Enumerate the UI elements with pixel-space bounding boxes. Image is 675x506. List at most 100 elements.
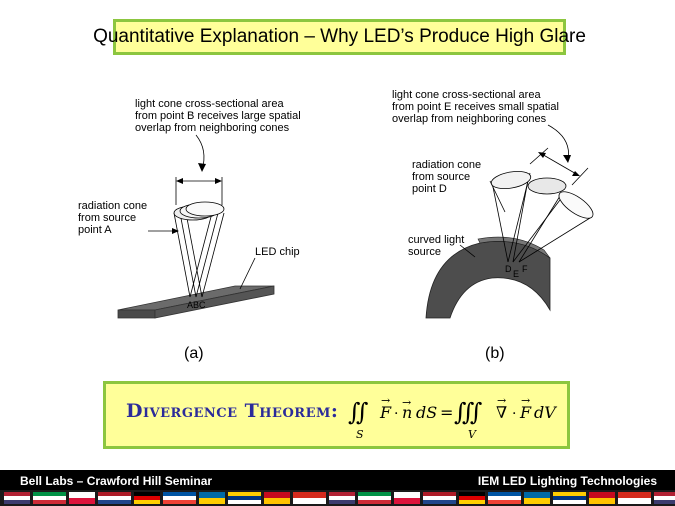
cone-ellipse-c — [185, 201, 225, 217]
flag-stripe — [358, 500, 391, 504]
flag-stripe — [134, 496, 160, 500]
diagram-b-drawing — [425, 124, 594, 319]
footer-right-text: IEM LED Lighting Technologies — [477, 474, 657, 488]
flag-stripe — [394, 498, 420, 504]
svg-text:n: n — [402, 403, 412, 422]
flag-stripe — [228, 492, 261, 496]
flag-stripe — [589, 498, 615, 504]
diagram-a-caption: (a) — [184, 345, 204, 362]
flag-stripe — [358, 496, 391, 500]
flag-stripe — [618, 498, 651, 504]
led-chip-label: LED chip — [255, 246, 300, 258]
diagram-b-radiation-cone-label: radiation cone from source point D — [412, 159, 482, 195]
cone-ellipse-e — [527, 177, 567, 195]
flag-stripe — [524, 498, 550, 504]
flag-stripe — [293, 492, 326, 498]
led-chip-side — [154, 285, 275, 319]
flag-stripe — [329, 496, 355, 500]
flag-stripe — [394, 492, 420, 498]
svg-text:→: → — [402, 396, 411, 409]
rhs-subscript: V — [468, 428, 477, 440]
title-banner: Quantitative Explanation – Why LED’s Pro… — [93, 19, 586, 55]
flag-stripe — [4, 496, 30, 500]
svg-text:=: = — [440, 403, 453, 422]
flag-stripe — [98, 496, 131, 500]
flag-stripe — [423, 496, 456, 500]
flag-stripe — [69, 498, 95, 504]
flag-stripe — [134, 500, 160, 504]
point-e-label: E — [513, 269, 520, 279]
divergence-formula: ∬ S F → · n → dS = ∭ V ∇ → · F → dV — [348, 394, 557, 440]
flag-stripe — [654, 496, 675, 500]
point-d-label: D — [505, 264, 512, 274]
flag-stripe — [459, 492, 485, 496]
flag-stripe — [69, 492, 95, 498]
flag-stripe — [4, 500, 30, 504]
flag-stripe — [358, 492, 391, 496]
flag-stripe — [553, 492, 586, 496]
footer-bar: Bell Labs – Crawford Hill Seminar IEM LE… — [0, 470, 675, 506]
flag-stripe — [199, 498, 225, 504]
flags-strip — [0, 490, 675, 506]
svg-text:F: F — [379, 403, 392, 422]
flag-stripe — [589, 492, 615, 498]
flag-stripe — [293, 498, 326, 504]
diagram-a-radiation-cone-label: radiation cone from source point A — [78, 200, 148, 236]
curved-source-label: curved light source — [408, 234, 465, 258]
curved-source-top — [477, 236, 551, 259]
flag-stripe — [553, 496, 586, 500]
flag-stripe — [228, 496, 261, 500]
flag-stripe — [33, 500, 66, 504]
svg-text:∭: ∭ — [454, 398, 482, 426]
footer-left-text: Bell Labs – Crawford Hill Seminar — [20, 474, 213, 488]
svg-text:dV: dV — [534, 403, 557, 422]
flag-stripe — [264, 498, 290, 504]
flag-stripe — [329, 492, 355, 496]
flag-stripe — [98, 492, 131, 496]
point-f-label: F — [522, 264, 528, 274]
svg-text:·: · — [394, 406, 398, 422]
flag-stripe — [459, 500, 485, 504]
flag-stripe — [423, 500, 456, 504]
flag-stripe — [264, 492, 290, 498]
flag-stripe — [33, 492, 66, 496]
flag-stripe — [163, 496, 196, 500]
flag-stripe — [163, 492, 196, 496]
slide-title: Quantitative Explanation – Why LED’s Pro… — [93, 26, 586, 47]
svg-text:·: · — [512, 406, 516, 422]
diagram-a-cone-area-label: light cone cross-sectional area from poi… — [135, 98, 301, 134]
flag-stripe — [488, 500, 521, 504]
flag-stripe — [228, 500, 261, 504]
svg-text:→: → — [381, 394, 390, 407]
diagram-b-caption: (b) — [485, 345, 505, 362]
flag-stripe — [654, 492, 675, 496]
flag-stripe — [488, 496, 521, 500]
flag-stripe — [553, 500, 586, 504]
flag-stripe — [4, 492, 30, 496]
svg-text:∬: ∬ — [348, 398, 368, 426]
flag-stripe — [524, 492, 550, 498]
svg-text:→: → — [497, 394, 506, 407]
flag-stripe — [488, 492, 521, 496]
flag-stripe — [134, 492, 160, 496]
svg-text:→: → — [521, 394, 530, 407]
cone-ellipse-d — [490, 170, 532, 190]
flag-stripe — [163, 500, 196, 504]
diagram-b-cone-area-label: light cone cross-sectional area from poi… — [392, 89, 559, 125]
flag-stripe — [459, 496, 485, 500]
flag-stripe — [423, 492, 456, 496]
cone-ellipse-f — [558, 191, 594, 219]
svg-text:∇: ∇ — [496, 403, 507, 422]
flag-stripe — [654, 500, 675, 504]
flag-stripe — [199, 492, 225, 498]
svg-text:dS: dS — [416, 403, 437, 422]
diagram-a-points-label: ABC — [187, 300, 206, 310]
diagram-a-drawing — [117, 134, 275, 319]
theorem-box: Divergence Theorem: ∬ S F → · n → dS = ∭… — [103, 381, 570, 449]
svg-text:F: F — [519, 403, 532, 422]
flag-stripe — [33, 496, 66, 500]
lhs-subscript: S — [356, 428, 364, 440]
flag-stripe — [329, 500, 355, 504]
flag-stripe — [618, 492, 651, 498]
theorem-title: Divergence Theorem: — [126, 400, 339, 422]
